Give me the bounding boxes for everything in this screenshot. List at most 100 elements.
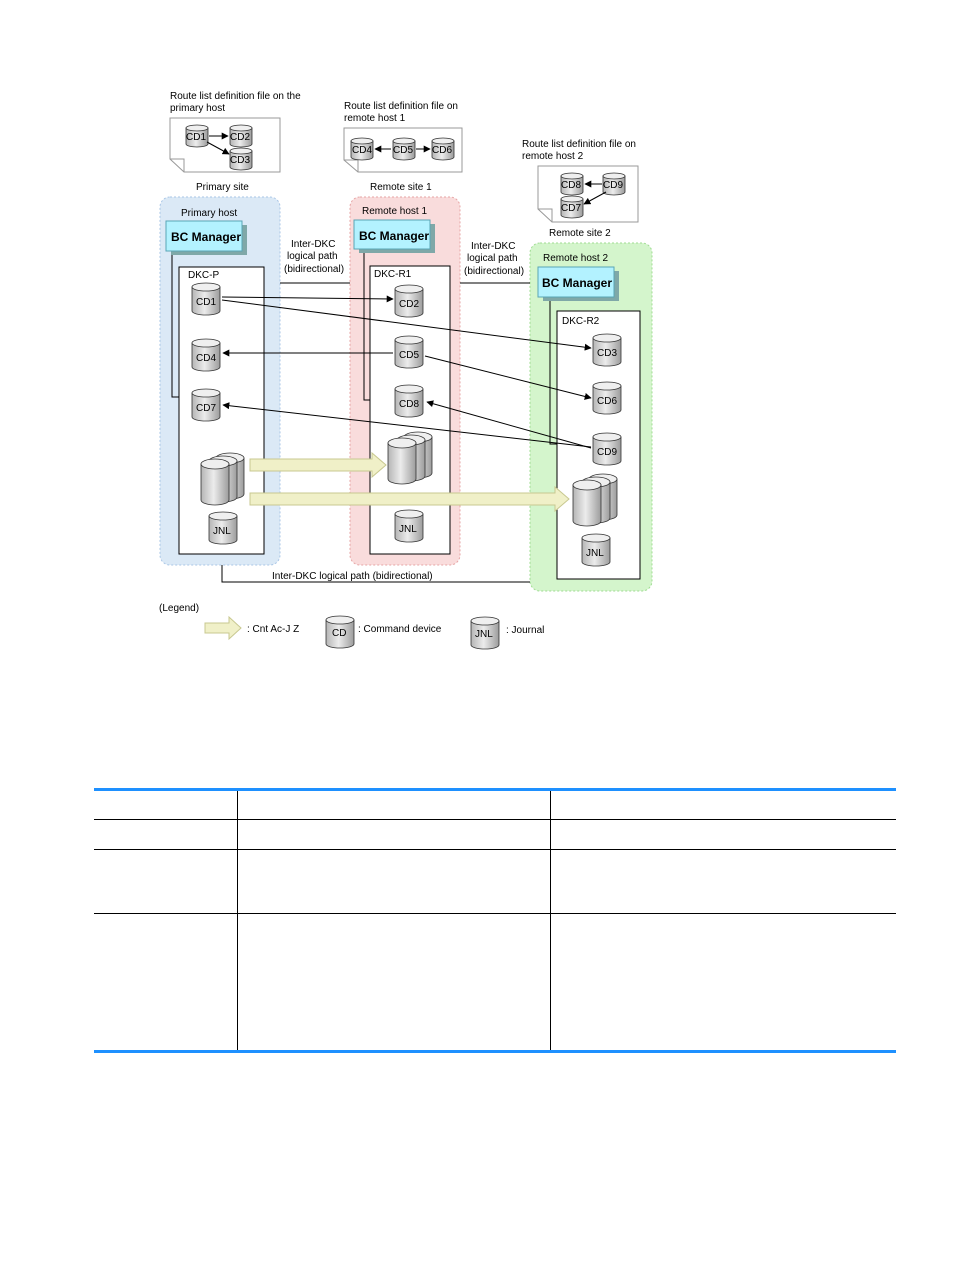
command-device-cd6: CD6: [592, 381, 622, 415]
site-label-primary: Primary site: [196, 182, 249, 193]
svg-text:CD6: CD6: [597, 396, 617, 407]
route-file-title-line1: Route list definition file on: [344, 101, 458, 112]
route-cd-label: CD5: [393, 145, 413, 156]
route-arrow-cd9-cd8: [426, 400, 592, 449]
route-file-title-line2: remote host 1: [344, 113, 406, 124]
site-label-remote1: Remote site 1: [370, 182, 432, 193]
table-header-cell: [236, 788, 550, 820]
route-file-title-line2: remote host 2: [522, 151, 584, 162]
inter-dkc-label-line3: (bidirectional): [284, 264, 344, 275]
inter-dkc-bottom-label: Inter-DKC logical path (bidirectional): [272, 571, 433, 582]
legend-jnl-symbol: JNL: [475, 629, 493, 640]
table-cell: [236, 849, 550, 914]
journal-p: JNL: [208, 511, 238, 545]
host-label-primary: Primary host: [181, 208, 237, 219]
table-row: [94, 849, 896, 914]
route-file-title-line1: Route list definition file on: [522, 139, 636, 150]
table-cell: [236, 913, 550, 1053]
route-arrow-cd9-cd7: [222, 402, 592, 448]
legend-cont-label: : Cnt Ac-J Z: [247, 624, 299, 635]
svg-text:JNL: JNL: [399, 524, 417, 535]
journal-r2: JNL: [581, 533, 611, 567]
inter-dkc-label-line2: logical path: [467, 253, 518, 264]
host-label-remote2: Remote host 2: [543, 253, 608, 264]
legend-cd-symbol: CD: [332, 628, 346, 639]
dkc-r2-label: DKC-R2: [562, 316, 600, 327]
command-device-cd2: CD2: [394, 284, 424, 318]
route-cd-label: CD8: [561, 180, 581, 191]
table-header-cell: [94, 788, 237, 820]
svg-text:CD2: CD2: [399, 299, 419, 310]
svg-text:CD3: CD3: [597, 348, 617, 359]
dkc-p-label: DKC-P: [188, 270, 219, 281]
copy-arrow-to-r2: [249, 485, 570, 513]
copy-arrow-to-r1: [249, 451, 387, 479]
route-cd-label: CD6: [432, 145, 452, 156]
route-arrow: [206, 141, 230, 155]
inter-dkc-label-line2: logical path: [287, 251, 338, 262]
table-header-row: [94, 788, 896, 820]
route-cd-label: CD2: [230, 132, 250, 143]
bc-manager-remote2: BC Manager: [537, 266, 619, 301]
svg-text:CD1: CD1: [196, 297, 216, 308]
svg-text:CD8: CD8: [399, 399, 419, 410]
host-connection: [549, 298, 557, 445]
configuration-diagram: Route list definition file on the primar…: [159, 91, 653, 650]
inter-dkc-path-bottom: [221, 565, 530, 583]
table-row: [94, 913, 896, 1053]
svg-text:CD7: CD7: [196, 403, 216, 414]
inter-dkc-label-line1: Inter-DKC: [291, 239, 335, 250]
host-label-remote1: Remote host 1: [362, 206, 427, 217]
bc-manager-remote1: BC Manager: [353, 219, 435, 253]
legend-jnl-text: : Journal: [506, 625, 544, 636]
route-file-title-line1: Route list definition file on the: [170, 91, 301, 102]
table-row: [94, 819, 896, 850]
route-cd-label: CD3: [230, 155, 250, 166]
legend-title: (Legend): [159, 603, 199, 614]
volume-stack-p: [200, 452, 245, 506]
legend: (Legend) : Cnt Ac-J Z CD : Command devic…: [159, 603, 544, 650]
svg-text:CD5: CD5: [399, 350, 419, 361]
command-device-cd9: CD9: [592, 432, 622, 466]
table-cell: [549, 849, 896, 914]
table-header-cell: [549, 788, 896, 820]
site-label-remote2: Remote site 2: [549, 228, 611, 239]
svg-text:JNL: JNL: [213, 526, 231, 537]
route-arrow-cd1-cd2: [221, 295, 394, 303]
host-connection: [171, 254, 179, 398]
route-cd-label: CD4: [352, 145, 372, 156]
journal-r1: JNL: [394, 509, 424, 543]
command-device-cd5: CD5: [394, 335, 424, 369]
route-file-primary: Route list definition file on the primar…: [169, 91, 301, 173]
command-device-cd7: CD7: [191, 388, 221, 422]
table-cell: [94, 819, 237, 850]
inter-dkc-label-line1: Inter-DKC: [471, 241, 515, 252]
command-device-cd4: CD4: [191, 338, 221, 372]
bc-manager-primary: BC Manager: [165, 220, 247, 255]
svg-text:CD9: CD9: [597, 447, 617, 458]
legend-copy-arrow: [204, 615, 242, 641]
description-table: [94, 788, 896, 1053]
route-cd-label: CD7: [561, 203, 581, 214]
command-device-cd1: CD1: [191, 282, 221, 316]
command-device-cd8: CD8: [394, 384, 424, 418]
route-file-remote2: Route list definition file on remote hos…: [522, 139, 639, 223]
route-arrow-cd5-cd6: [424, 355, 592, 400]
inter-dkc-label-line3: (bidirectional): [464, 266, 524, 277]
bc-manager-label: BC Manager: [542, 276, 612, 290]
bc-manager-label: BC Manager: [359, 229, 429, 243]
host-connection: [363, 250, 370, 401]
table-cell: [94, 849, 237, 914]
route-arrow: [583, 191, 607, 205]
volume-stack-r1: [387, 431, 433, 485]
command-device-cd3: CD3: [592, 333, 622, 367]
dkc-r1-label: DKC-R1: [374, 269, 412, 280]
table-cell: [236, 819, 550, 850]
bc-manager-label: BC Manager: [171, 230, 241, 244]
route-file-remote1: Route list definition file on remote hos…: [343, 101, 463, 173]
volume-stack-r2: [572, 473, 618, 527]
route-cd-label: CD9: [603, 180, 623, 191]
table-cell: [549, 819, 896, 850]
table-cell: [94, 913, 237, 1053]
svg-text:JNL: JNL: [586, 548, 604, 559]
